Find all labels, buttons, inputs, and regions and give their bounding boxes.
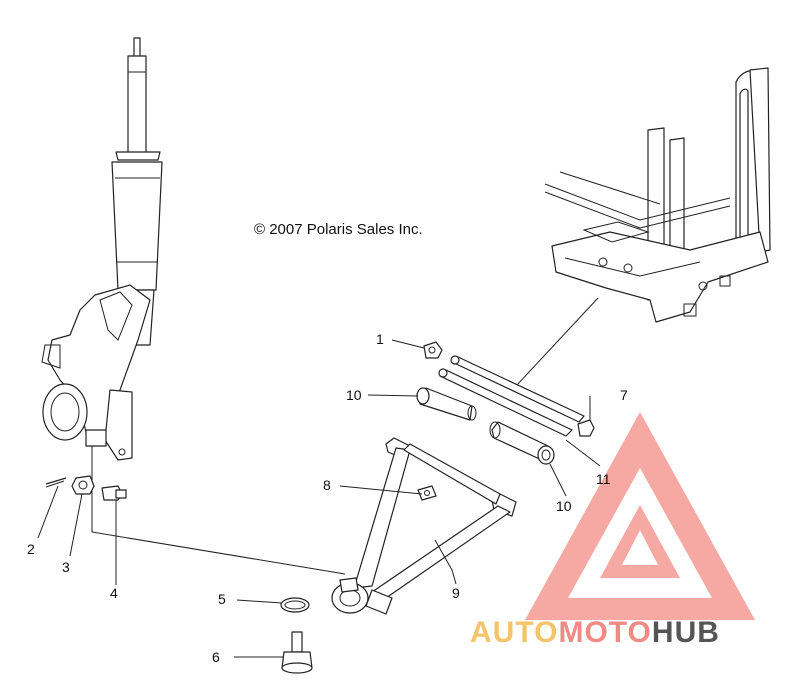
pivot-rod-upper — [450, 355, 585, 423]
callout-6: 6 — [212, 649, 220, 665]
cotter-pin — [45, 477, 67, 488]
pivot-rod-lower — [438, 368, 573, 437]
watermark-text-hub: HUB — [652, 616, 720, 649]
copyright-notice: © 2007 Polaris Sales Inc. — [254, 221, 423, 238]
watermark-text: AUTOMOTOHUB — [470, 616, 720, 649]
leader-frame-to-rods — [515, 297, 599, 387]
callout-leaders — [37, 339, 601, 658]
leader-knuckle-to-arm — [91, 446, 346, 575]
callout-10-right: 10 — [556, 498, 572, 514]
callout-9: 9 — [452, 585, 460, 601]
castle-nut — [71, 475, 95, 495]
callout-11: 11 — [596, 471, 611, 487]
callout-2: 2 — [27, 541, 35, 557]
callout-5: 5 — [218, 591, 226, 607]
end-bolt — [577, 419, 595, 437]
watermark-logo — [525, 412, 755, 620]
callout-10-left: 10 — [346, 387, 362, 403]
callout-8: 8 — [323, 477, 331, 493]
flange-nut — [423, 341, 443, 359]
steering-knuckle — [41, 284, 151, 461]
watermark-text-moto: MOTO — [558, 616, 651, 649]
callout-1: 1 — [376, 331, 384, 347]
snap-ring — [280, 597, 310, 613]
callout-7: 7 — [620, 387, 628, 403]
callout-3: 3 — [62, 559, 70, 575]
vehicle-frame — [544, 67, 771, 323]
ball-joint — [281, 631, 313, 674]
bushing-upper — [416, 387, 477, 421]
bolt — [101, 485, 127, 501]
callout-4: 4 — [110, 585, 118, 601]
watermark-text-auto: AUTO — [470, 616, 558, 649]
a-arm — [331, 437, 517, 615]
bushing-lower — [489, 421, 555, 465]
watermark-triangle-hole — [622, 530, 658, 565]
